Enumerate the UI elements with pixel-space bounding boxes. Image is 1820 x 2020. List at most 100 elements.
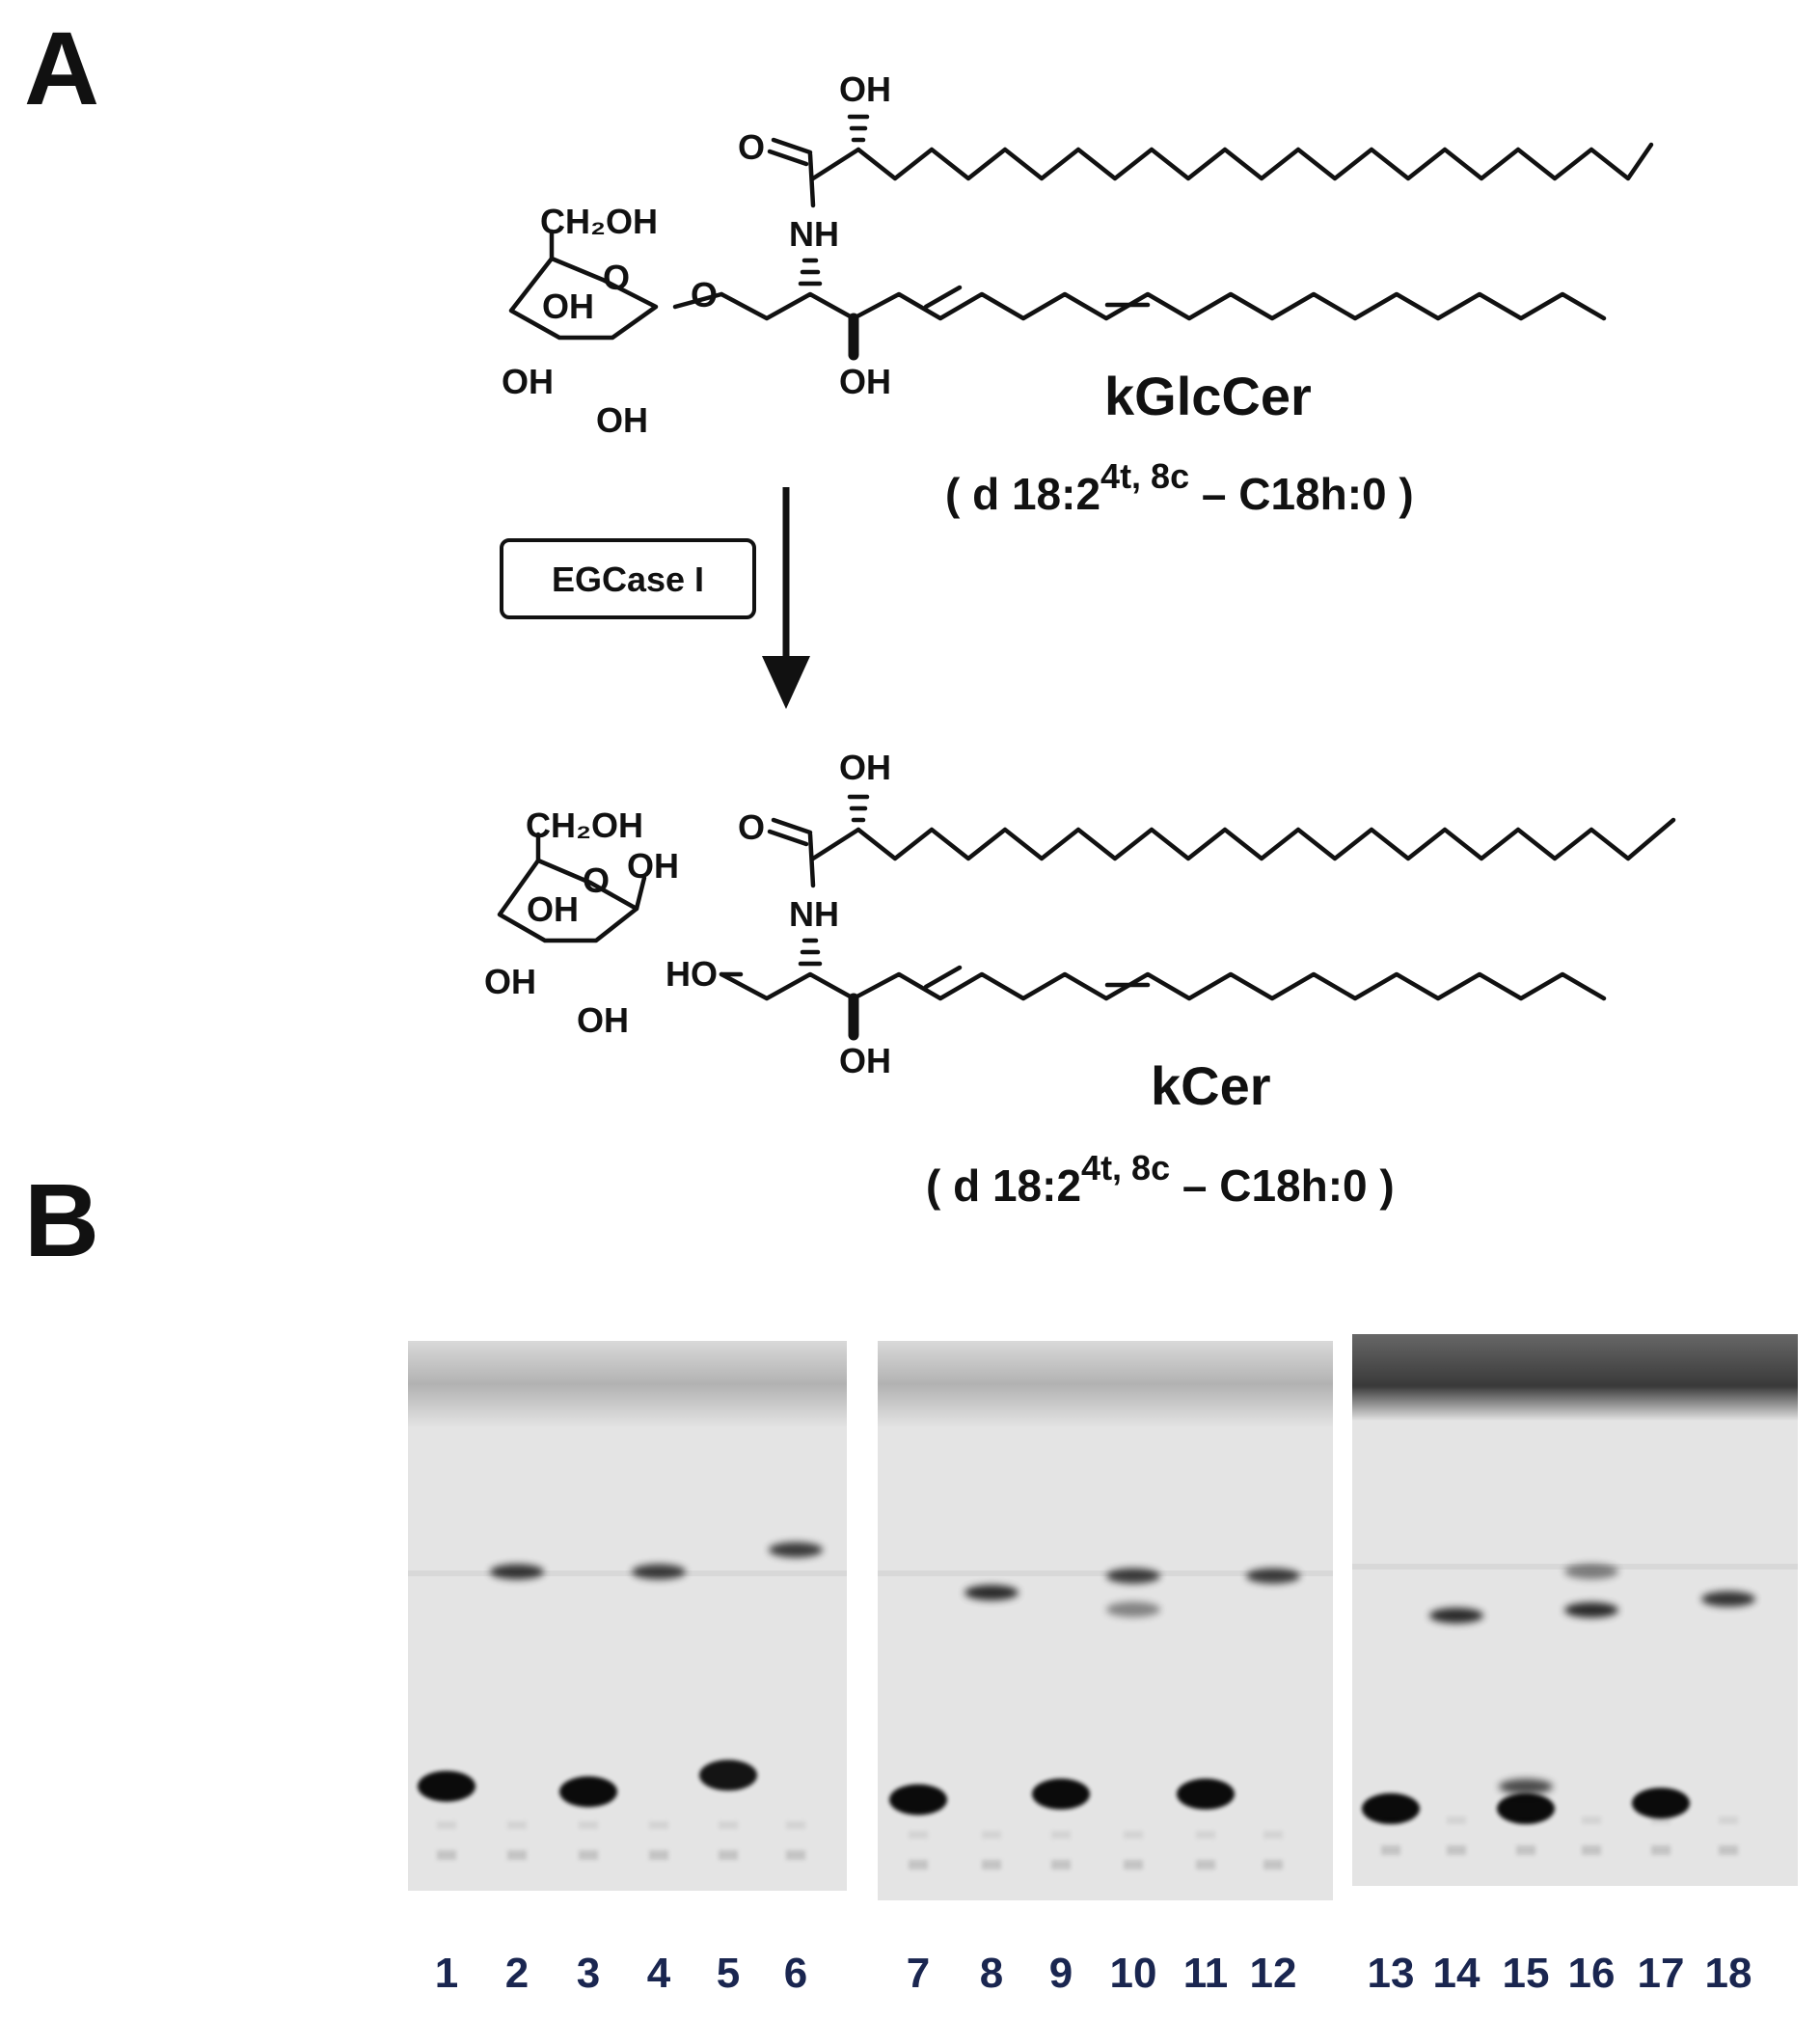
substrate-carbonyl-o: O — [738, 127, 765, 167]
tlc-origin-smear — [437, 1821, 456, 1829]
tlc-origin-mark — [982, 1860, 1001, 1870]
glucose-ch2oh: CH₂OH — [526, 805, 643, 845]
substrate-formula-prefix: ( d 18:2 — [945, 469, 1100, 519]
product-hashed-bond — [847, 794, 870, 823]
lane-label-14: 14 — [1433, 1950, 1480, 1997]
lane-label-13: 13 — [1368, 1950, 1415, 1997]
tlc-solvent-front — [1352, 1334, 1798, 1421]
glucose-ring-oh-1: OH — [527, 889, 579, 929]
substrate-ring-oh-3: OH — [596, 400, 648, 440]
tlc-spot-lane-13 — [1362, 1792, 1420, 1824]
tlc-faint-band — [878, 1570, 1333, 1576]
substrate-nh-hashed-bond — [798, 258, 823, 287]
product-acyl-chain — [856, 817, 1676, 861]
tlc-origin-smear — [719, 1821, 738, 1829]
tlc-spot-lane-1 — [418, 1770, 475, 1802]
lane-label-8: 8 — [980, 1950, 1003, 1997]
lane-label-15: 15 — [1503, 1950, 1550, 1997]
product-carbonyl-o: O — [738, 807, 765, 847]
tlc-origin-mark — [1124, 1860, 1143, 1870]
product-formula-sup: 4t, 8c — [1081, 1148, 1170, 1187]
substrate-trans-double-bond — [923, 285, 963, 310]
substrate-sphingoid-chain — [719, 291, 1607, 321]
tlc-plate-2 — [878, 1341, 1333, 1900]
tlc-origin-mark — [1196, 1860, 1215, 1870]
tlc-spot-lane-16 — [1564, 1563, 1618, 1579]
tlc-origin-mark — [1381, 1845, 1400, 1855]
panel-letter-a: A — [24, 10, 99, 126]
substrate-ring-oh-1: OH — [542, 287, 594, 326]
tlc-spot-lane-6 — [769, 1542, 823, 1558]
tlc-origin-smear — [579, 1821, 598, 1829]
tlc-origin-smear — [1196, 1831, 1215, 1839]
tlc-origin-mark — [719, 1850, 738, 1860]
substrate-formula: ( d 18:24t, 8c – C18h:0 ) — [945, 456, 1414, 519]
panel-letter-b: B — [24, 1161, 99, 1278]
tlc-spot-lane-12 — [1246, 1568, 1300, 1584]
glucose-ring-oh-2: OH — [484, 962, 536, 1001]
tlc-origin-mark — [1447, 1845, 1466, 1855]
tlc-spot-lane-3 — [559, 1776, 617, 1808]
tlc-origin-mark — [1263, 1860, 1283, 1870]
tlc-origin-mark — [649, 1850, 668, 1860]
lane-label-6: 6 — [784, 1950, 807, 1997]
tlc-plates — [408, 1334, 1798, 1900]
tlc-spot-lane-5 — [699, 1760, 757, 1791]
tlc-spot-lane-15 — [1499, 1779, 1553, 1795]
product-nh: NH — [789, 894, 839, 934]
product-formula-prefix: ( d 18:2 — [926, 1160, 1081, 1211]
lane-label-11: 11 — [1183, 1950, 1229, 1997]
lane-label-2: 2 — [505, 1950, 529, 1997]
tlc-origin-smear — [1263, 1831, 1283, 1839]
tlc-plate-background — [878, 1341, 1333, 1900]
tlc-plate-3 — [1352, 1334, 1798, 1886]
lane-label-1: 1 — [435, 1950, 458, 1997]
glucose-ring — [497, 858, 639, 943]
tlc-origin-mark — [1582, 1845, 1601, 1855]
glucose-ring-o: O — [583, 860, 610, 900]
tlc-origin-smear — [909, 1831, 928, 1839]
product-formula-suffix: – C18h:0 ) — [1170, 1160, 1395, 1211]
lane-label-12: 12 — [1250, 1950, 1297, 1997]
product-oh-c3: OH — [839, 1041, 891, 1080]
glucose-ring-oh-3: OH — [577, 1000, 629, 1040]
substrate-glyco-o: O — [691, 275, 718, 314]
substrate-acyl-bond — [810, 147, 861, 181]
product-oh-top: OH — [839, 748, 891, 787]
glucose-structure: CH₂OH O OH OH OH OH — [484, 805, 679, 1040]
product-structure: OH O NH HO OH — [666, 748, 1676, 1080]
tlc-spot-lane-10 — [1106, 1601, 1160, 1618]
lane-label-18: 18 — [1705, 1950, 1752, 1997]
substrate-structure: OH O NH OH O CH₂OH O OH OH OH — [502, 69, 1654, 440]
tlc-origin-smear — [1582, 1816, 1601, 1824]
enzyme-label: EGCase I — [552, 560, 704, 599]
tlc-origin-mark — [579, 1850, 598, 1860]
lane-label-16: 16 — [1568, 1950, 1616, 1997]
tlc-origin-smear — [507, 1821, 527, 1829]
tlc-origin-mark — [909, 1860, 928, 1870]
substrate-ring-oh-2: OH — [502, 362, 554, 401]
tlc-spot-lane-7 — [889, 1784, 947, 1815]
lane-label-17: 17 — [1638, 1950, 1685, 1997]
product-ho-c1: HO — [666, 954, 718, 994]
glucose-oh-anomeric: OH — [627, 846, 679, 886]
reaction-arrow-head — [762, 656, 810, 709]
tlc-origin-smear — [1719, 1816, 1738, 1824]
substrate-oh-top: OH — [839, 69, 891, 109]
tlc-spot-lane-10 — [1106, 1568, 1160, 1584]
substrate-acyl-chain — [856, 142, 1654, 181]
tlc-spot-lane-16 — [1564, 1602, 1618, 1618]
tlc-origin-mark — [507, 1850, 527, 1860]
lane-label-7: 7 — [907, 1950, 930, 1997]
tlc-origin-mark — [1516, 1845, 1535, 1855]
tlc-origin-smear — [1124, 1831, 1143, 1839]
product-nh-hashed-bond — [798, 938, 823, 967]
substrate-nh: NH — [789, 214, 839, 254]
substrate-formula-suffix: – C18h:0 ) — [1189, 469, 1414, 519]
tlc-spot-lane-8 — [964, 1585, 1019, 1600]
tlc-plate-1 — [408, 1341, 847, 1891]
substrate-formula-sup: 4t, 8c — [1100, 456, 1189, 496]
substrate-carbonyl-bond-1 — [771, 137, 813, 155]
tlc-origin-smear — [982, 1831, 1001, 1839]
